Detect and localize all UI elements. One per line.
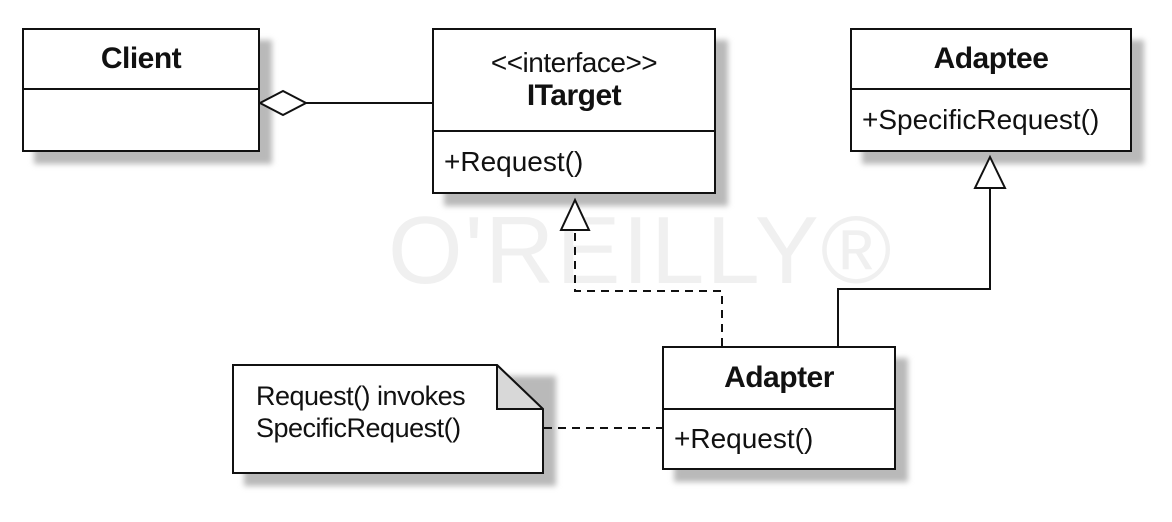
- note-line-2: SpecificRequest(): [256, 413, 461, 443]
- adapter-class: Adapter +Request(): [662, 346, 896, 470]
- generalization-line: [837, 188, 991, 346]
- note-outline: [232, 364, 544, 474]
- adapter-class-name: Adapter: [724, 361, 834, 394]
- note-fold-corner: [496, 364, 544, 410]
- generalization-arrowhead: [973, 154, 1007, 189]
- realization-arrowhead: [559, 197, 591, 231]
- oreilly-watermark: O'REILLY®: [388, 197, 894, 304]
- client-class-name: Client: [100, 42, 182, 75]
- adaptee-class-name: Adaptee: [933, 42, 1049, 75]
- itarget-operations: +Request(): [444, 146, 584, 177]
- aggregation-diamond: [257, 89, 309, 117]
- client-class: Client: [22, 28, 260, 152]
- adaptee-class: Adaptee +SpecificRequest(): [850, 28, 1132, 152]
- note-line-1: Request() invokes: [256, 381, 466, 411]
- note-box: [232, 364, 544, 474]
- itarget-class-name: ITarget: [526, 79, 622, 112]
- adapter-operations: +Request(): [674, 423, 814, 454]
- note-text: Request() invokes SpecificRequest(): [256, 380, 466, 444]
- itarget-interface: <<interface>> ITarget +Request(): [432, 28, 716, 194]
- adaptee-operations: +SpecificRequest(): [862, 104, 1100, 135]
- realization-line: [574, 230, 723, 346]
- itarget-stereotype: <<interface>>: [490, 47, 658, 78]
